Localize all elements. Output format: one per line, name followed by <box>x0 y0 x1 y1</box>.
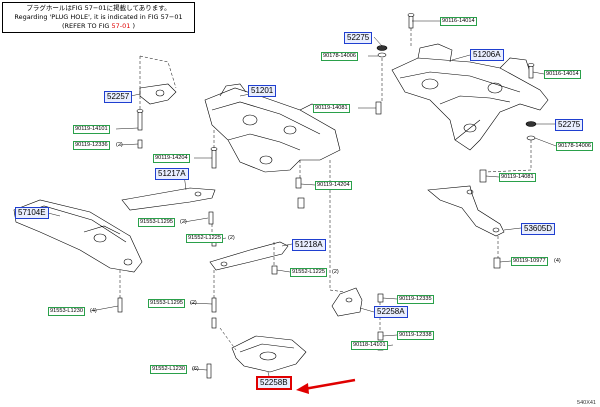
part-number-91552-l1225-b[interactable]: 91552-L1225 <box>290 268 327 277</box>
quantity-91552-l1225-b: (2) <box>332 269 339 275</box>
part-number-90119-14101[interactable]: 90119-14101 <box>73 125 110 134</box>
part-number-90178-14006-a[interactable]: 90178-14006 <box>321 52 358 61</box>
group-label-52257[interactable]: 52257 <box>104 91 133 103</box>
plug-hole-note: プラグホールはFIG 57−01に掲載してあります。 Regarding 'PL… <box>2 2 195 33</box>
note-line-3: (REFER TO FIG 57-01 ) <box>6 22 191 31</box>
leader-lines <box>47 20 557 381</box>
part-number-90119-14081-b[interactable]: 90119-14081 <box>499 173 536 182</box>
part-number-90119-14204-a[interactable]: 90119-14204 <box>153 154 190 163</box>
group-label-51206a[interactable]: 51206A <box>470 49 504 61</box>
note-line-2: Regarding 'PLUG HOLE', it is indicated i… <box>14 13 183 21</box>
quantity-91552-l1230: (6) <box>192 366 199 372</box>
group-label-53605d[interactable]: 53605D <box>521 223 556 235</box>
quantity-91553-l1295-b: (2) <box>190 300 197 306</box>
part-number-90116-14014-b[interactable]: 90116-14014 <box>544 70 581 79</box>
part-number-91552-l1230[interactable]: 91552-L1230 <box>150 365 187 374</box>
group-label-51217a[interactable]: 51217A <box>155 168 189 180</box>
part-number-90119-14204-b[interactable]: 90119-14204 <box>315 181 352 190</box>
part-number-90119-10977[interactable]: 90119-10977 <box>511 257 548 266</box>
group-label-51218a[interactable]: 51218A <box>292 239 326 251</box>
bracket-52258a <box>331 287 363 317</box>
part-number-90119-14081-a[interactable]: 90119-14081 <box>313 104 350 113</box>
brace-51217a <box>121 187 216 211</box>
part-number-90118-14101[interactable]: 90118-14101 <box>351 341 388 350</box>
group-label-57104e[interactable]: 57104E <box>15 207 49 219</box>
part-number-90119-12336[interactable]: 90119-12336 <box>73 141 110 150</box>
part-number-90119-12338[interactable]: 90119-12338 <box>397 331 434 340</box>
note-line-3-suffix: ) <box>130 22 135 30</box>
highlight-arrow <box>296 378 356 394</box>
note-line-1: プラグホールはFIG 57−01に掲載してあります。 <box>26 4 171 12</box>
part-number-91553-l1295-b[interactable]: 91553-L1295 <box>148 299 185 308</box>
group-label-52258a[interactable]: 52258A <box>374 306 408 318</box>
part-number-90116-14014-a[interactable]: 90116-14014 <box>440 17 477 26</box>
fasteners <box>117 13 537 379</box>
part-number-90119-12335[interactable]: 90119-12335 <box>397 295 434 304</box>
part-number-91553-l1230[interactable]: 91553-L1230 <box>48 307 85 316</box>
quantity-90119-10977: (4) <box>554 258 561 264</box>
brace-51218a <box>209 241 289 271</box>
plate-52258b <box>231 335 307 373</box>
note-fig-ref-link[interactable]: 57-01 <box>111 22 131 30</box>
arm-53605d <box>427 185 505 237</box>
quantity-91552-l1225: (2) <box>228 235 235 241</box>
note-line-3-prefix: (REFER TO FIG <box>62 22 112 30</box>
bracket-52257 <box>139 83 177 105</box>
rear-suspension-member <box>391 43 549 151</box>
part-number-91552-l1225[interactable]: 91552-L1225 <box>186 234 223 243</box>
group-label-52275-b[interactable]: 52275 <box>555 119 584 131</box>
group-label-52258b-highlighted[interactable]: 52258B <box>256 376 292 390</box>
group-label-51201[interactable]: 51201 <box>248 85 277 97</box>
quantity-91553-l1295-a: (2) <box>180 219 187 225</box>
front-suspension-member <box>204 83 341 173</box>
quantity-91553-l1230: (4) <box>90 308 97 314</box>
figure-code: 540X41 <box>577 400 596 406</box>
group-label-52275-a[interactable]: 52275 <box>344 32 373 44</box>
quantity-90119-12336: (2) <box>116 142 123 148</box>
part-number-91553-l1295-a[interactable]: 91553-L1295 <box>138 218 175 227</box>
part-number-90178-14006-b[interactable]: 90178-14006 <box>556 142 593 151</box>
